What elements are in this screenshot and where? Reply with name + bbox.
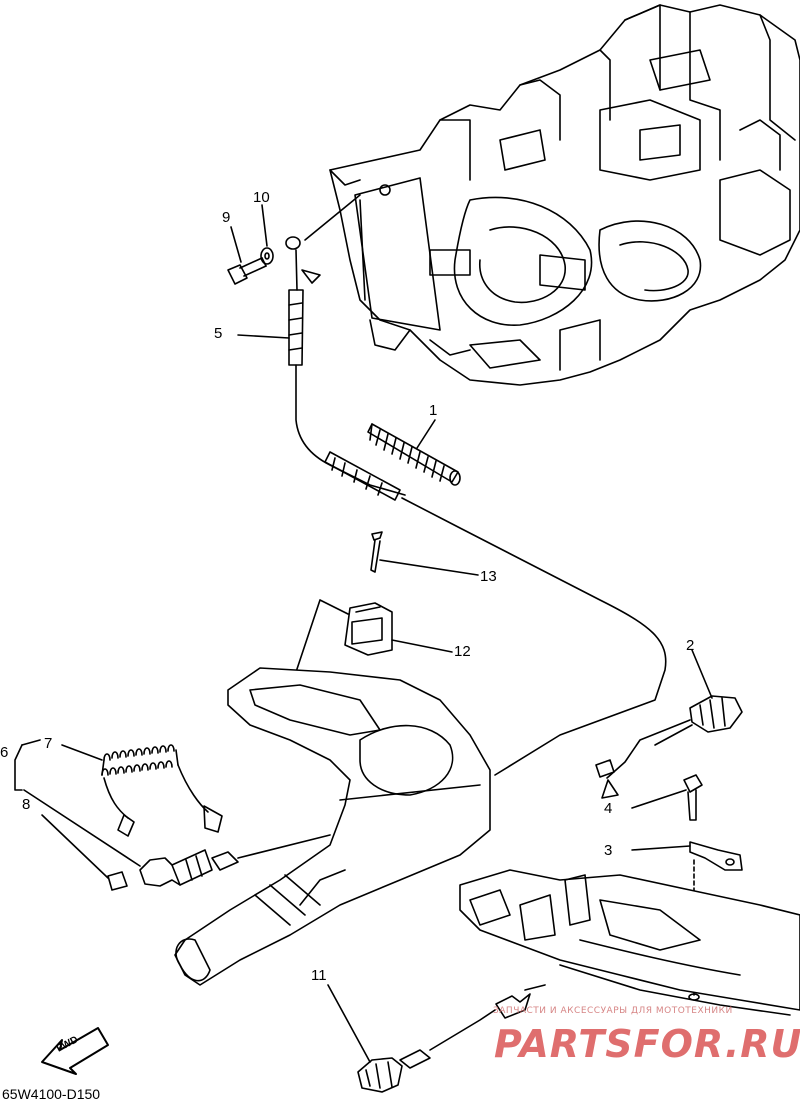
part-9-bolt: [227, 226, 267, 285]
part-4-bolt: [631, 774, 703, 821]
callout-13: 13: [480, 568, 497, 585]
part-8-cap: [41, 814, 128, 891]
callout-9: 9: [222, 209, 231, 226]
callout-12: 12: [454, 643, 471, 660]
callout-8: 8: [22, 796, 31, 813]
part-10-washer: [260, 204, 274, 265]
fwd-arrow-icon: [41, 1027, 109, 1075]
engine-block: [329, 4, 800, 386]
part-2-switch: [595, 649, 743, 799]
callout-5: 5: [214, 325, 223, 342]
callout-2: 2: [686, 637, 695, 654]
callout-10: 10: [253, 189, 270, 206]
part-1-spiral-tube: [367, 419, 461, 486]
callout-3: 3: [604, 842, 613, 859]
part-11-switch: [327, 984, 546, 1093]
part-12-holder: [284, 599, 453, 706]
figure-code: 65W4100-D150: [2, 1086, 101, 1102]
part-5-lead-wire: [237, 194, 406, 496]
callout-1: 1: [429, 402, 438, 419]
watermark-brand: PARTSFOR.RU: [494, 1022, 800, 1066]
callout-4: 4: [604, 800, 613, 817]
callout-11: 11: [311, 967, 327, 984]
part-6-stop-switch: [14, 739, 331, 887]
steering-handle: [174, 667, 491, 986]
wiring-harness: [324, 451, 667, 776]
part-13-screw: [370, 531, 479, 576]
bottom-bracket: [459, 869, 800, 1016]
callout-6: 6: [0, 744, 9, 761]
callout-7: 7: [44, 735, 53, 752]
watermark-tagline: ЗАПЧАСТИ И АКСЕССУАРЫ ДЛЯ МОТОТЕХНИКИ: [493, 1006, 733, 1016]
part-7-lanyard: [61, 744, 223, 837]
